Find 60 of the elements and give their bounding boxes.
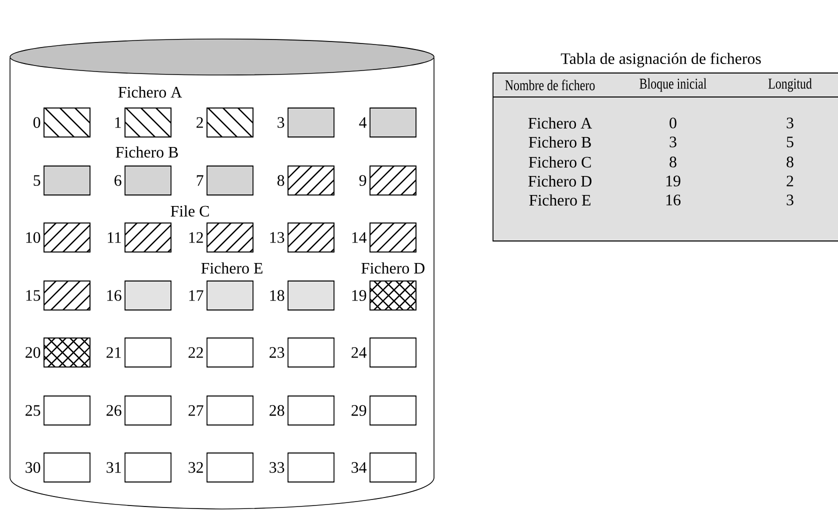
block-number: 34 [352, 462, 367, 473]
block-number: 1 [115, 117, 121, 128]
block-number: 4 [359, 117, 367, 128]
table-cell: 16 [666, 194, 680, 206]
block-number: 3 [278, 117, 284, 128]
table-cell: 19 [666, 176, 680, 186]
table-cell: 3 [786, 194, 794, 206]
table-cell: Fichero D [528, 175, 592, 187]
file-label: Fichero B [116, 146, 178, 158]
block-number: 8 [277, 175, 284, 186]
table-cell: Fichero A [528, 117, 592, 129]
block-number: 2 [196, 117, 203, 128]
table-cell: 8 [786, 156, 794, 168]
block-number: 15 [26, 290, 40, 301]
table-cell: Fichero E [529, 194, 590, 206]
block-number: 28 [270, 405, 284, 416]
block-number: 10 [26, 232, 40, 243]
file-label: Fichero E [201, 262, 262, 274]
disk-cylinder [10, 38, 434, 510]
block-number: 19 [352, 290, 366, 301]
table-cell: 3 [786, 118, 794, 128]
block-number: 23 [270, 347, 284, 358]
block-number: 31 [106, 462, 121, 473]
block-number: 25 [26, 405, 40, 416]
table-cell: 8 [670, 156, 676, 168]
block-number: 26 [106, 405, 122, 416]
table-cell: 3 [670, 136, 676, 148]
table-header: Nombre de fichero [505, 80, 595, 90]
file-label: File C [170, 205, 209, 217]
block-number: 29 [352, 405, 366, 416]
table-cell: 5 [786, 136, 794, 148]
block-number: 16 [107, 290, 122, 301]
block-number: 24 [352, 347, 367, 358]
table-cell: Fichero C [528, 156, 591, 168]
table-cell: 0 [670, 118, 676, 128]
block-number: 32 [188, 462, 203, 473]
block-number: 27 [188, 405, 204, 416]
block-number: 30 [26, 462, 40, 473]
block-number: 7 [196, 175, 204, 186]
block-number: 9 [359, 175, 366, 186]
file-label: Fichero D [361, 262, 424, 274]
block-number: 5 [34, 175, 40, 186]
file-label: Fichero A [118, 86, 182, 98]
block-number: 11 [108, 232, 121, 243]
block-number: 0 [33, 117, 40, 128]
block-number: 20 [26, 347, 40, 358]
table-cell: Fichero B [528, 136, 591, 148]
table-header: Longitud [768, 78, 812, 92]
block-number: 6 [114, 175, 122, 186]
block-number: 33 [270, 462, 284, 473]
table-title: Tabla de asignación de ficheros [560, 52, 761, 68]
table-header: Bloque inicial [640, 78, 706, 92]
block-number: 17 [189, 290, 204, 301]
block-number: 21 [106, 347, 121, 358]
block-number: 12 [189, 232, 203, 243]
block-number: 14 [352, 232, 367, 243]
block-number: 22 [188, 347, 203, 358]
table-cell: 2 [786, 176, 794, 186]
block-number: 13 [270, 232, 284, 243]
block-number: 18 [270, 290, 284, 301]
